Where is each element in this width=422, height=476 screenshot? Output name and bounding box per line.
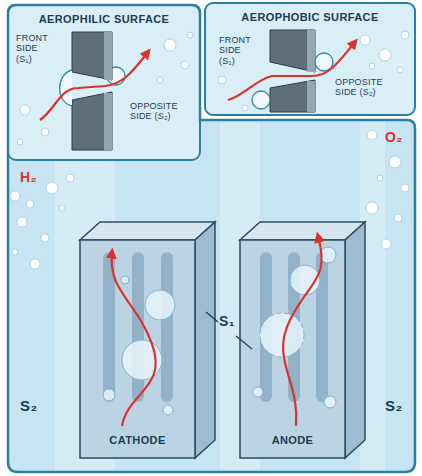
electrode-label: CATHODE (80, 434, 195, 446)
gas-label: O₂ (385, 130, 403, 145)
gas-label: H₂ (20, 170, 37, 185)
aerophilic-pore (17, 32, 193, 150)
inset-panel (8, 5, 200, 160)
main-background (8, 120, 415, 472)
frame-outline (8, 5, 415, 472)
inset-panel (205, 3, 415, 115)
surface-label: S₂ (20, 398, 37, 415)
side-label: FRONT SIDE (S₁) (219, 35, 259, 66)
surface-label: S₂ (385, 398, 402, 415)
leader-line (236, 336, 252, 349)
side-label: FRONT SIDE (S₁) (16, 33, 56, 64)
cathode-electrode (80, 222, 215, 458)
surface-label: S₁ (219, 314, 235, 329)
aerophobic-panel: AEROPHOBIC SURFACE FRONT SIDE (S₁) OPPOSIT… (205, 3, 415, 115)
side-label: OPPOSITE SIDE (S₂) (130, 101, 190, 122)
panel-heading: AEROPHILIC SURFACE (8, 13, 200, 26)
side-label: OPPOSITE SIDE (S₂) (335, 77, 405, 98)
aerophilic-panel: AEROPHILIC SURFACE FRONT SIDE (S₁) OPPOSIT… (8, 5, 200, 160)
anode-electrode (240, 222, 365, 458)
leader-line (206, 312, 218, 322)
panel-heading: AEROPHOBIC SURFACE (205, 11, 415, 24)
electrode-label: ANODE (240, 434, 345, 446)
aerophobic-pore (218, 30, 409, 112)
